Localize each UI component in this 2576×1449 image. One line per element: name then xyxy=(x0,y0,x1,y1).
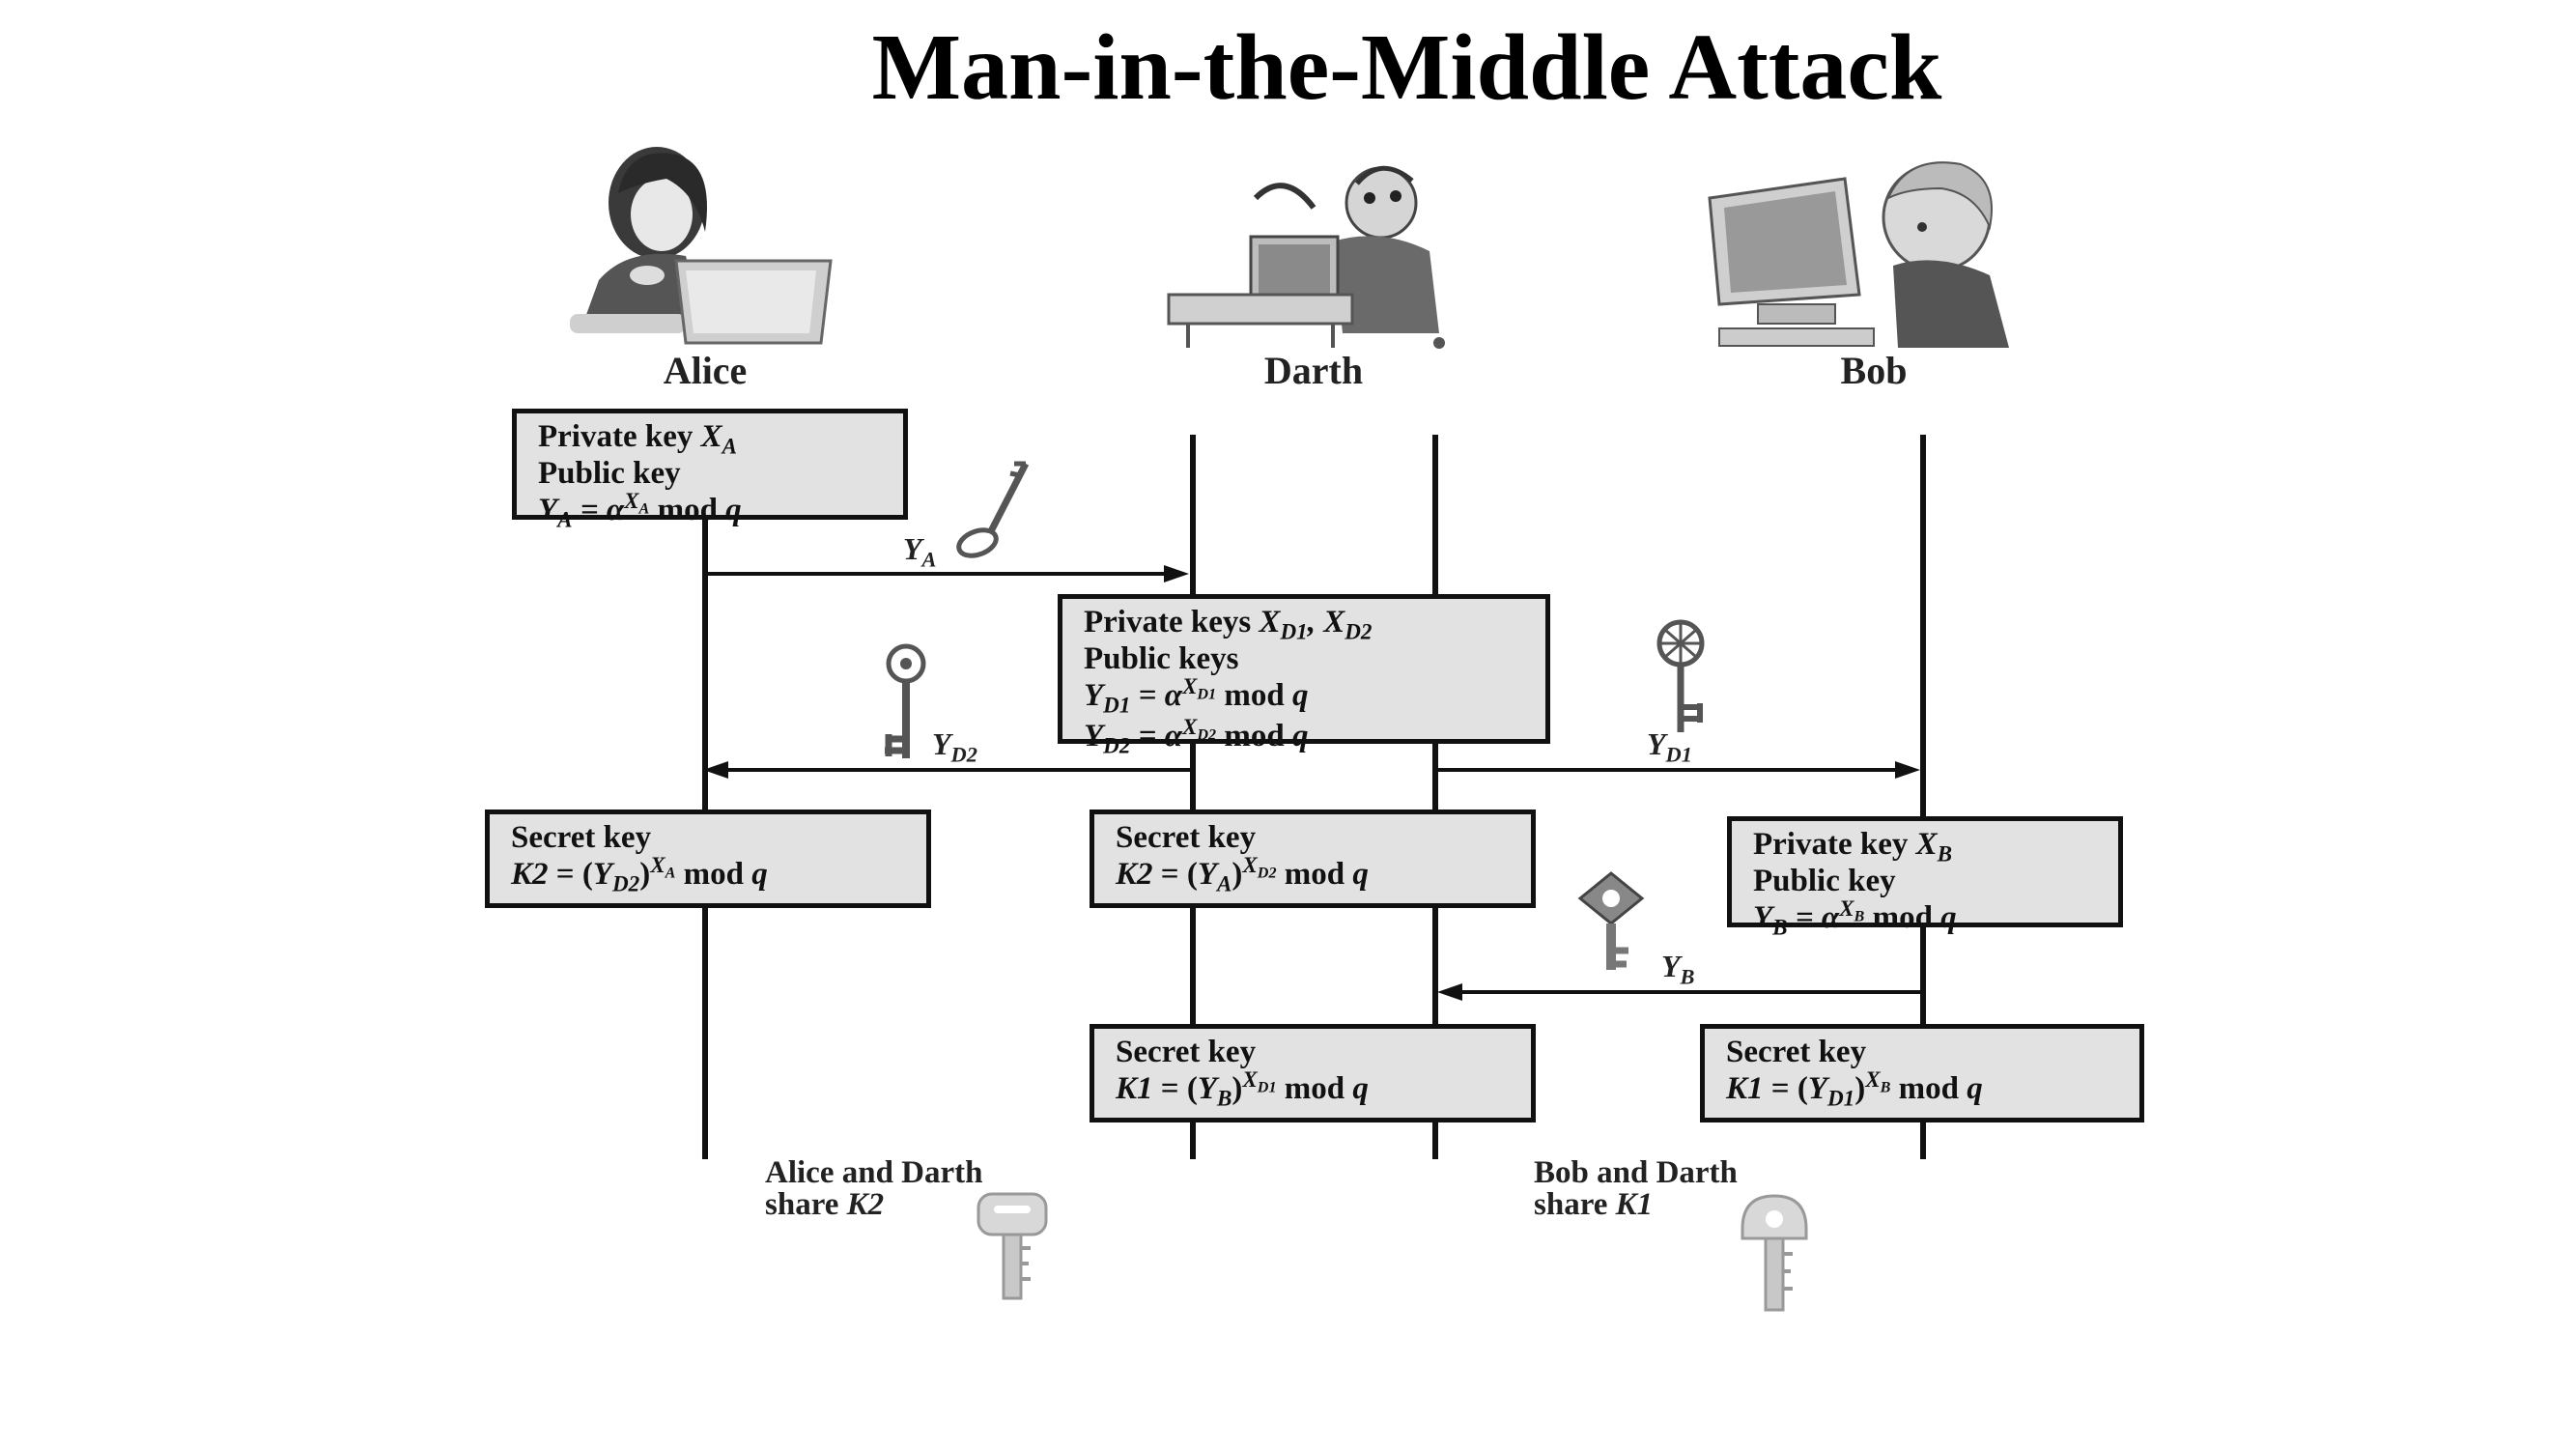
actor-label-alice: Alice xyxy=(663,349,748,392)
key-icon xyxy=(1741,1194,1808,1312)
bob-person-icon xyxy=(1708,161,2009,348)
actor-label-darth: Darth xyxy=(1263,349,1364,392)
message-yd1-arrowhead xyxy=(1895,761,1920,779)
alice-secret-key-box: Secret key K2 = (YD2)XA mod q xyxy=(485,810,931,908)
alice-lifeline xyxy=(702,435,708,1159)
diagram-title: Man-in-the-Middle Attack xyxy=(871,15,1942,120)
alice-key-box: Private key XA Public key YA = αXA mod q xyxy=(512,409,908,530)
key-icon xyxy=(1656,619,1705,732)
alice-person-icon xyxy=(570,147,833,345)
darth-secret-k2-box: Secret key K2 = (YA)XD2 mod q xyxy=(1090,810,1536,908)
darth-hacker-icon xyxy=(1167,165,1445,349)
key-icon xyxy=(977,1192,1048,1300)
message-ya-label: YA xyxy=(903,531,937,572)
message-yd2-arrow xyxy=(726,768,1193,772)
message-yd1-label: YD1 xyxy=(1647,726,1692,767)
message-yd2-arrowhead xyxy=(703,761,728,779)
darth-lifeline-left xyxy=(1190,435,1196,1159)
bob-lifeline xyxy=(1920,435,1926,1159)
bob-secret-key-box: Secret key K1 = (YD1)XB mod q xyxy=(1700,1024,2144,1122)
key-icon xyxy=(1577,871,1645,970)
darth-key-box: Private keys XD1, XD2 Public keys YD1 = … xyxy=(1058,594,1550,757)
message-yd2-label: YD2 xyxy=(932,726,977,767)
darth-lifeline-right xyxy=(1432,435,1438,1159)
key-icon xyxy=(956,461,1030,558)
message-yb-arrow xyxy=(1460,990,1920,994)
message-yd1-arrow xyxy=(1438,768,1897,772)
bob-key-box: Private key XB Public key YB = αXB mod q xyxy=(1727,816,2123,938)
message-ya-arrow xyxy=(708,572,1167,576)
message-yb-arrowhead xyxy=(1437,983,1462,1001)
key-icon xyxy=(885,643,926,758)
bob-darth-shared-caption: Bob and Darth share K1 xyxy=(1534,1155,1738,1222)
actor-label-bob: Bob xyxy=(1840,349,1908,392)
message-yb-label: YB xyxy=(1661,949,1695,989)
alice-darth-shared-caption: Alice and Darth share K2 xyxy=(765,1155,983,1222)
darth-secret-k1-box: Secret key K1 = (YB)XD1 mod q xyxy=(1090,1024,1536,1122)
message-ya-arrowhead xyxy=(1164,565,1189,582)
